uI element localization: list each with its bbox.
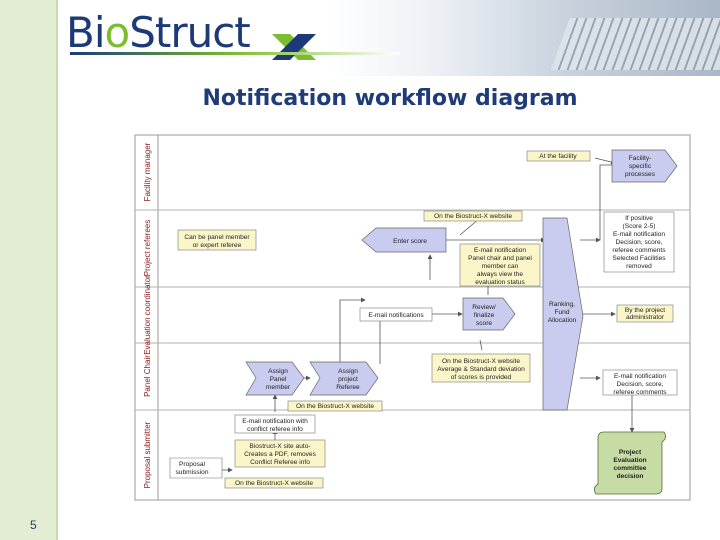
email-decision-line1: E-mail notification: [614, 373, 666, 380]
pdf-note-line3: Conflict Referee info: [250, 459, 310, 466]
at-facility-note: [526, 150, 591, 162]
logo-suffix: Struct: [129, 8, 251, 57]
project-evaluation-line3: committee: [614, 465, 647, 472]
email-notify-panel-note: [459, 243, 541, 287]
header-photo: [330, 0, 720, 76]
project-evaluation-line2: Evaluation: [613, 457, 646, 464]
facility-processes-line1: Facility-: [629, 155, 652, 162]
review-finalize-line1: Review/: [472, 304, 496, 311]
if-positive-line2: (Score 2-5): [623, 223, 656, 230]
email-notify-panel-line2: Panel chair and panel: [468, 255, 532, 262]
logo-o: o: [104, 8, 130, 57]
lane-label-proposal-submitter: Proposal submitter: [143, 421, 152, 488]
on-website-note-3: [224, 477, 324, 489]
pdf-note: [234, 439, 326, 468]
lane-label-evaluation-coordinator: Evaluation coordinator: [143, 275, 152, 355]
email-decision-line3: referee comments: [613, 389, 667, 396]
facility-processes-shape: [611, 149, 678, 183]
assign-panel-shape: [245, 361, 305, 396]
assign-referee-line1: Assign: [338, 368, 358, 375]
on-website-avg-line1: On the Biostruct-X website: [442, 358, 520, 365]
proposal-submission-line1: Proposal: [179, 461, 206, 468]
panel-member-note: [177, 229, 257, 251]
email-conflict-box: [234, 414, 316, 434]
facility-processes-line3: processes: [625, 171, 656, 178]
proposal-submission-box: [169, 457, 223, 479]
email-notify-panel-line3: member can: [482, 263, 519, 270]
assign-panel-line3: member: [266, 384, 291, 391]
logo-underline: [70, 52, 400, 55]
ranking-shape: [542, 217, 584, 411]
assign-panel-line1: Assign: [268, 368, 288, 375]
email-conflict-line2: conflict referee info: [247, 426, 303, 433]
lane-label-panel-chair: Panel Chair: [143, 355, 152, 397]
if-positive-note: [603, 211, 675, 273]
email-notify-panel-line5: evaluation status: [475, 279, 525, 286]
pdf-note-line2: Creates a PDF, removes: [244, 451, 317, 458]
on-website-avg-line2: Average & Standard deviation: [437, 366, 525, 373]
enter-score-text: Enter score: [393, 238, 427, 245]
on-website-text-2: On the Biostruct-X website: [296, 403, 374, 410]
facility-processes-line2: specific: [629, 163, 652, 170]
logo: BioStruct: [66, 8, 251, 57]
email-conflict-line1: E-mail notification with: [242, 418, 308, 425]
project-evaluation-scroll: [594, 431, 666, 495]
assign-referee-line2: project: [338, 376, 358, 383]
on-website-avg-line3: of scores is provided: [451, 374, 512, 381]
page-title: Notification workflow diagram: [202, 86, 578, 111]
panel-member-line1: Can be panel member: [184, 234, 250, 241]
on-website-text-3: On the Biostruct-X website: [235, 480, 313, 487]
ranking-line1: Ranking,: [549, 301, 575, 308]
lane-label-project-referees: Project referees: [143, 220, 152, 276]
review-finalize-line3: score: [476, 320, 492, 327]
proposal-submission-line2: submission: [176, 469, 209, 476]
side-band: [0, 0, 58, 540]
lane-label-facility-manager: Facility manager: [143, 142, 152, 201]
by-project-admin-line2: administrator: [626, 314, 665, 321]
if-positive-line5: referee comments: [612, 247, 666, 254]
assign-panel-line2: Panel: [270, 376, 287, 383]
review-finalize-line2: finalize: [474, 312, 495, 319]
email-notify-panel-line1: E-mail notification: [474, 247, 526, 254]
on-website-text-1: On the Biostruct-X website: [434, 213, 512, 220]
email-notifications-text: E-mail notifications: [368, 312, 424, 319]
email-decision-note: [602, 369, 678, 396]
logo-prefix: Bi: [66, 8, 105, 57]
review-finalize-shape: [462, 297, 516, 331]
pdf-note-line1: Biostruct-X site auto-: [249, 443, 310, 450]
enter-score-shape: [361, 227, 447, 253]
assign-referee-shape: [309, 361, 379, 396]
on-website-note-1: [423, 210, 523, 222]
if-positive-line1: If positive: [625, 215, 653, 222]
by-project-admin-line1: By the project: [625, 307, 665, 314]
email-decision-line2: Decision, score,: [617, 381, 664, 388]
diagram-frame: [134, 134, 691, 501]
email-notify-panel-line4: always view the: [477, 271, 524, 278]
on-website-avg-note: [431, 353, 531, 383]
assign-referee-line3: Referee: [336, 384, 360, 391]
ranking-line2: Fund: [554, 309, 569, 316]
panel-member-line2: or expert referee: [193, 242, 242, 249]
project-evaluation-line1: Project: [619, 449, 642, 456]
on-website-note-2: [287, 400, 383, 412]
ranking-line3: Allocation: [548, 317, 577, 324]
page-number: 5: [30, 518, 37, 532]
if-positive-line6: Selected Facilities: [612, 255, 666, 262]
email-notifications-box: [359, 307, 433, 322]
by-project-admin-note: [616, 304, 674, 323]
if-positive-line3: E-mail notification: [613, 231, 665, 238]
project-evaluation-line4: decision: [617, 473, 644, 480]
at-facility-text: At the facility: [539, 153, 577, 160]
if-positive-line4: Decision, score,: [616, 239, 663, 246]
if-positive-line7: removed: [626, 263, 652, 270]
